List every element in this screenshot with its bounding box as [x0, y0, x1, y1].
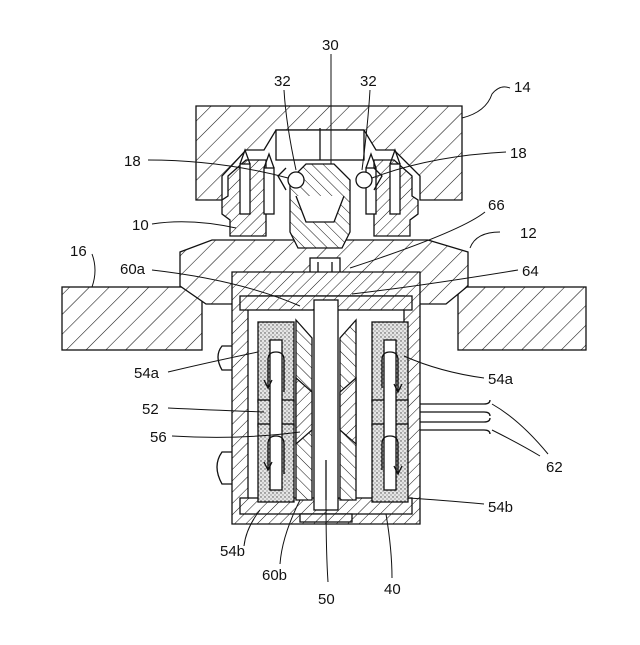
label-54b-right: 54b	[488, 499, 513, 516]
label-54a-right: 54a	[488, 371, 514, 388]
label-54a-left: 54a	[134, 365, 160, 382]
label-14: 14	[514, 79, 531, 96]
label-60b: 60b	[262, 567, 287, 584]
label-12: 12	[520, 225, 537, 242]
ball-left	[288, 172, 304, 188]
label-54b-left: 54b	[220, 543, 245, 560]
bolt-left-inner	[264, 168, 274, 214]
label-10: 10	[132, 217, 149, 234]
label-60a: 60a	[120, 261, 146, 278]
base-plate-left	[62, 287, 202, 350]
connector-bump-lower	[217, 452, 232, 484]
label-32-right: 32	[360, 73, 377, 90]
label-50: 50	[318, 591, 335, 608]
label-56: 56	[150, 429, 167, 446]
wire-62-upper	[420, 400, 490, 404]
label-62: 62	[546, 459, 563, 476]
label-30: 30	[322, 37, 339, 54]
label-66: 66	[488, 197, 505, 214]
label-18-right: 18	[510, 145, 527, 162]
label-64: 64	[522, 263, 539, 280]
wire-62-lower	[420, 418, 490, 422]
bolt-left-outer	[240, 164, 250, 214]
label-52: 52	[142, 401, 159, 418]
base-plate-right	[458, 287, 586, 350]
label-32-left: 32	[274, 73, 291, 90]
label-16: 16	[70, 243, 87, 260]
ball-right	[356, 172, 372, 188]
label-40: 40	[384, 581, 401, 598]
label-18-left: 18	[124, 153, 141, 170]
